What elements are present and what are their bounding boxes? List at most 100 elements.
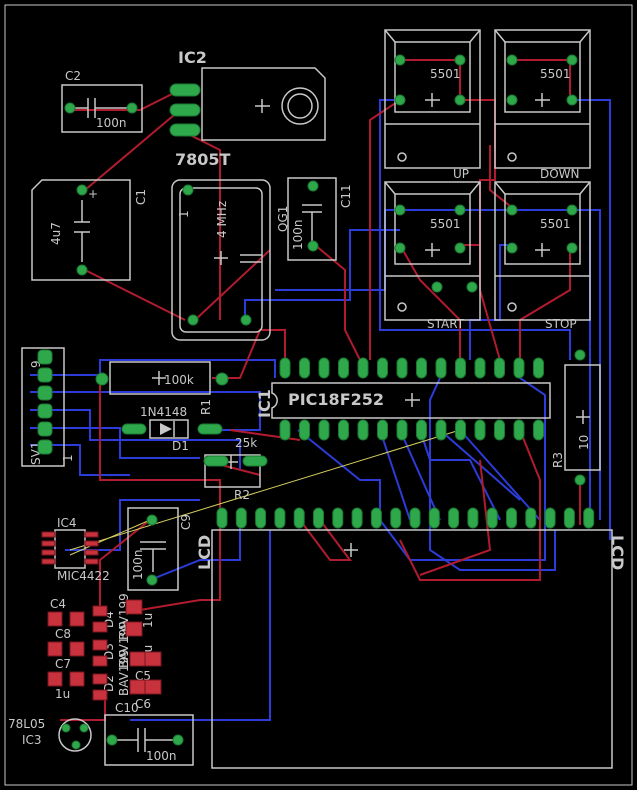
r3-outline [564,364,601,471]
qg1-name: QG1 [276,206,290,232]
lcd-pin-14 [467,507,479,529]
c1-plus: + [88,187,98,201]
smd-pads [47,599,162,701]
sv1-pin-bottom: 1 [61,454,75,462]
lcd-pin-13 [448,507,460,529]
lcd-pin-16 [506,507,517,529]
lcd-pin-9 [370,507,382,529]
ic1-pin-top-6 [377,357,388,379]
lcd-pin-2 [235,507,247,529]
r1-outline [109,361,211,395]
switch-start: 5501 START [384,181,481,331]
c8-name: C8 [55,627,71,641]
c10-name: C10 [115,701,139,715]
sw-up-label: UP [453,167,469,181]
sw-down-label: DOWN [540,167,580,181]
board-outline [4,4,633,786]
r1-name: R1 [199,399,213,415]
ic3-name: IC3 [22,733,42,747]
lcd-name: LCD [195,535,214,570]
lcd-pin-19 [563,507,575,529]
c10-value: 100n [146,749,177,763]
lcd-label-right: LCD [608,535,627,570]
c1-outline [31,179,131,281]
lcd-pin-1 [216,507,228,529]
lcd-pin-15 [486,507,498,529]
airwires [69,429,461,556]
c11-name: C11 [339,184,353,208]
qg1-pin1: 1 [177,210,191,218]
c2-outline [61,84,143,133]
ic1-name: IC1 [255,389,274,418]
ic1-pin-bottom-3 [318,419,330,441]
ic1-pin-top-14 [533,357,544,379]
ic1-value: PIC18F252 [288,390,384,409]
switch-down: 5501 DOWN [494,29,591,181]
ic1-outline [271,382,551,419]
c11-value: 100n [291,219,305,250]
ic1-pin-top-4 [338,357,349,379]
sw-start-value: 5501 [430,217,461,231]
ic1-pin-top-3 [318,357,330,379]
ic1-pins-bottom [279,419,544,441]
sw-stop-label: STOP [545,317,577,331]
sw-start-label: START [427,317,465,331]
d1-outline [149,419,189,439]
d2-value: BAV199 [117,649,131,696]
r2-value: 25k [235,436,257,450]
c1-value: 4u7 [49,222,63,245]
c2-value: 100n [96,116,127,130]
ic1-pin-bottom-5 [357,419,369,441]
ic1-pin-bottom-9 [435,419,447,441]
lcd-pin-12 [428,507,440,529]
r2-outline [204,454,261,488]
lcd-pin-5 [293,507,305,529]
sv1-pin-top: 9 [29,360,43,368]
sw-stop-value: 5501 [540,217,571,231]
c1-name: C1 [134,189,148,205]
ic2-name: IC2 [178,48,207,67]
c9-value: 100n [131,549,145,580]
lcd-pin-18 [544,507,556,529]
lcd-pin-11 [409,507,421,529]
lcd-pin-20 [583,507,595,529]
ic1-pin-top-1 [279,357,291,379]
lcd-outline [211,529,613,769]
ic1-pin-top-13 [513,357,525,379]
ic4-name: IC4 [57,516,77,530]
c9-name: C9 [179,514,193,530]
ic2-outline [201,67,326,141]
r3-name: R3 [551,452,565,468]
cap-1u-a-value: 1u [141,613,155,628]
c11-outline [287,177,337,261]
ic3-value: 78L05 [8,717,45,731]
ic1-pins-top [279,357,544,379]
sv1-outline [21,347,65,467]
ic1-pin-bottom-10 [455,419,466,441]
switch-stop: 5501 STOP [494,181,591,331]
lcd-pin-3 [255,507,267,529]
ic1-pin-top-9 [435,357,447,379]
lcd-pin-10 [390,507,402,529]
ic1-pin-top-7 [396,357,408,379]
lcd-pin-8 [351,507,363,529]
c7-name: C7 [55,657,71,671]
ic1-pin-bottom-6 [377,419,388,441]
ic1-pin-top-5 [357,357,369,379]
ic1-pin-bottom-13 [513,419,525,441]
ic1-pin-bottom-8 [416,419,427,441]
c9-outline [127,507,179,591]
lcd-pin-6 [313,507,324,529]
qg1-value: 4 MHz [215,201,229,238]
ic1-pin-top-11 [474,357,486,379]
c10-outline [104,714,194,766]
qg1-outline [171,179,271,341]
lcd-pins [216,507,595,529]
lcd-pin-7 [332,507,344,529]
lcd-pin-17 [525,507,537,529]
cap-1u-c-value: 1u [55,687,70,701]
ic1-pin-bottom-2 [299,419,310,441]
ic1-pin-bottom-11 [474,419,486,441]
d1-value: 1N4148 [140,405,187,419]
